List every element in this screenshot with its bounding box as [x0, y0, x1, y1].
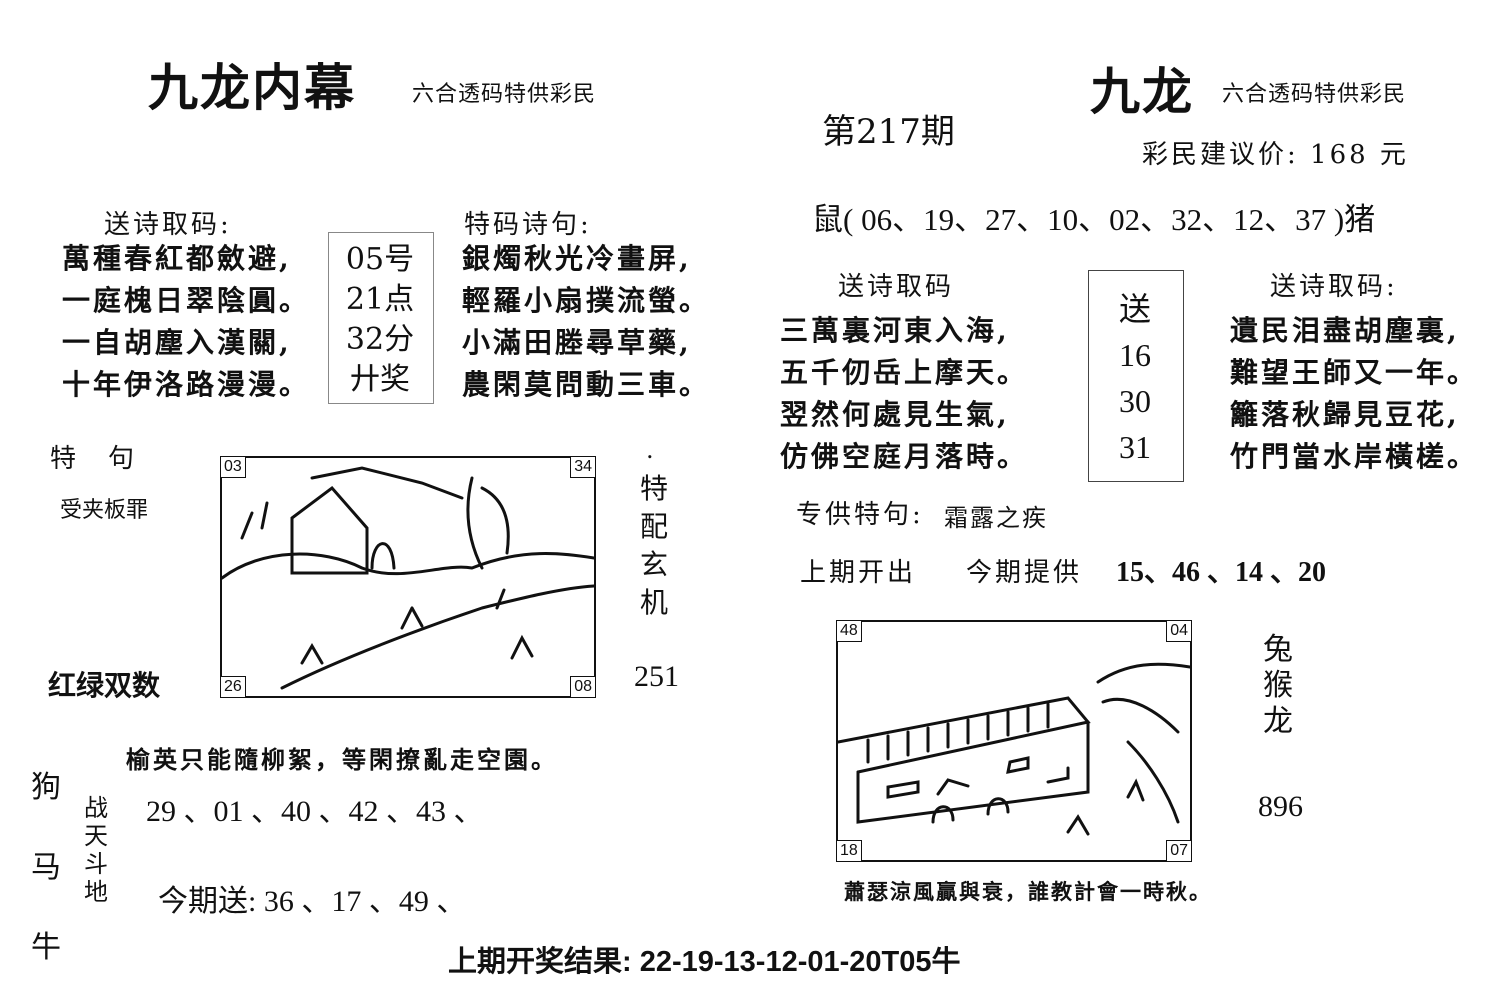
provide-label: 今期提供: [966, 558, 1083, 588]
right-special-text: 霜露之疾: [944, 504, 1048, 532]
send-box-item: 31: [1119, 429, 1151, 465]
right-subtitle: 六合透码特供彩民: [1222, 82, 1407, 107]
numbers-line: 29 、01 、40 、42 、43 、: [146, 795, 484, 828]
sketch-corner-br: 07: [1166, 840, 1192, 862]
animals-vertical: 兔 猴 龙: [1258, 632, 1298, 740]
tip-item: 32分: [345, 322, 415, 357]
poem-line: 銀燭秋光冷畫屏,: [462, 242, 692, 275]
send-box-list: 送 16 30 31: [1096, 286, 1174, 470]
send-box-item: 16: [1119, 337, 1151, 373]
left-subtitle: 六合透码特供彩民: [412, 82, 597, 107]
house-drawing: [836, 662, 1192, 836]
red-green-label: 红绿双数: [48, 669, 161, 702]
tip-item: 05号: [345, 242, 415, 277]
tips-box: [328, 232, 434, 404]
send-box: [1088, 270, 1184, 482]
right-verse: 蕭瑟涼風贏與衰，誰教計會一時秋。: [844, 879, 1212, 904]
number-896: 896: [1258, 790, 1303, 823]
price: 彩民建议价: 168 元: [1142, 140, 1409, 170]
right-title: 九龙: [1090, 62, 1194, 121]
provide-numbers: 15、46 、14 、20: [1116, 557, 1327, 588]
poem-line: 一自胡塵入漢關,: [62, 326, 292, 359]
poem-line: 一庭槐日翠陰圓。: [62, 284, 311, 317]
right-special-label: 专供特句:: [796, 500, 924, 530]
sketch-corner-bl: 18: [836, 840, 862, 862]
left-sketch: 03 34 26 08: [220, 456, 596, 698]
sketch-corner-tr: 34: [570, 456, 596, 478]
poem-line: 十年伊洛路漫漫。: [62, 368, 311, 401]
zhan-char: 战: [84, 794, 108, 822]
vertical-char: 特: [639, 472, 668, 505]
zhan-char: 斗: [84, 850, 108, 878]
zodiac-char: 狗: [31, 770, 61, 805]
right-poem-a: 三萬裏河東入海, 五千仞岳上摩天。 翌然何處見生氣, 仿佛空庭月落時。: [780, 310, 1028, 478]
te-heading: 特码诗句:: [464, 210, 592, 240]
vertical-label: 特 配 玄 机: [634, 470, 674, 622]
zhan-vertical: 战 天 斗 地: [78, 794, 114, 906]
te-poem: 銀燭秋光冷畫屏, 輕羅小扇撲流螢。 小滿田塍尋草藥, 農閑莫問動三車。: [462, 238, 710, 406]
sketch-corner-tr: 04: [1166, 620, 1192, 642]
left-poem-heading: 送诗取码:: [104, 210, 232, 240]
right-poem-heading-a: 送诗取码: [838, 272, 955, 302]
landscape-drawing: [220, 466, 596, 690]
special-text: 受夹板罪: [60, 498, 149, 523]
left-title: 九龙内幕: [148, 58, 356, 117]
poem-line: 翌然何處見生氣,: [780, 398, 1010, 431]
number-251: 251: [634, 660, 679, 693]
sketch-corner-tl: 48: [836, 620, 862, 642]
sketch-corner-bl: 26: [220, 676, 246, 698]
shu-line: 鼠( 06、19、27、10、02、32、12、37 )猪: [812, 202, 1376, 237]
vertical-char: 配: [639, 510, 668, 543]
issue-number: 第217期: [822, 112, 955, 152]
poem-line: 小滿田塍尋草藥,: [462, 326, 692, 359]
zodiac-char: 牛: [31, 930, 61, 965]
animal-char: 兔: [1263, 632, 1293, 667]
right-poem-b: 遺民泪盡胡塵裏, 難望王師又一年。 籬落秋歸見豆花, 竹門當水岸橫槎。: [1230, 310, 1478, 478]
poem-line: 竹門當水岸橫槎。: [1230, 440, 1479, 473]
poem-line: 三萬裏河東入海,: [780, 314, 1010, 347]
special-label: 特 句: [50, 444, 138, 474]
poem-line: 萬種春紅都斂避,: [62, 242, 292, 275]
poem-line: 仿佛空庭月落時。: [780, 440, 1029, 473]
sketch-corner-br: 08: [570, 676, 596, 698]
zodiac-char: 马: [31, 850, 61, 885]
left-verse: 榆英只能隨柳絮，等閑撩亂走空園。: [126, 745, 558, 774]
left-poem: 萬種春紅都斂避, 一庭槐日翠陰圓。 一自胡塵入漢關, 十年伊洛路漫漫。: [62, 238, 310, 406]
zhan-char: 地: [84, 878, 108, 906]
dot: .: [646, 436, 654, 464]
send-box-item: 送: [1118, 291, 1151, 327]
poem-line: 籬落秋歸見豆花,: [1230, 398, 1460, 431]
last-label: 上期开出: [800, 558, 917, 588]
animal-char: 龙: [1263, 704, 1293, 739]
poem-line: 難望王師又一年。: [1230, 356, 1479, 389]
sketch-corner-tl: 03: [220, 456, 246, 478]
tip-item: 21点: [345, 282, 415, 317]
send-line: 今期送: 36 、17 、49 、: [158, 885, 467, 918]
right-sketch: 48 04 18 07: [836, 620, 1192, 862]
tips-list: 05号 21点 32分 廾奖: [340, 240, 420, 400]
zodiac-vertical: 狗 马 牛: [26, 748, 66, 988]
last-result: 上期开奖结果: 22-19-13-12-01-20T05牛: [448, 946, 961, 978]
poem-line: 五千仞岳上摩天。: [780, 356, 1029, 389]
vertical-char: 玄: [639, 548, 668, 581]
poem-line: 輕羅小扇撲流螢。: [462, 284, 711, 317]
poem-line: 遺民泪盡胡塵裏,: [1230, 314, 1460, 347]
tip-item: 廾奖: [350, 362, 410, 397]
animal-char: 猴: [1263, 668, 1293, 703]
send-box-item: 30: [1119, 383, 1151, 419]
poem-line: 農閑莫問動三車。: [462, 368, 711, 401]
vertical-char: 机: [639, 586, 668, 619]
right-poem-heading-b: 送诗取码:: [1270, 272, 1398, 302]
zhan-char: 天: [84, 822, 108, 850]
